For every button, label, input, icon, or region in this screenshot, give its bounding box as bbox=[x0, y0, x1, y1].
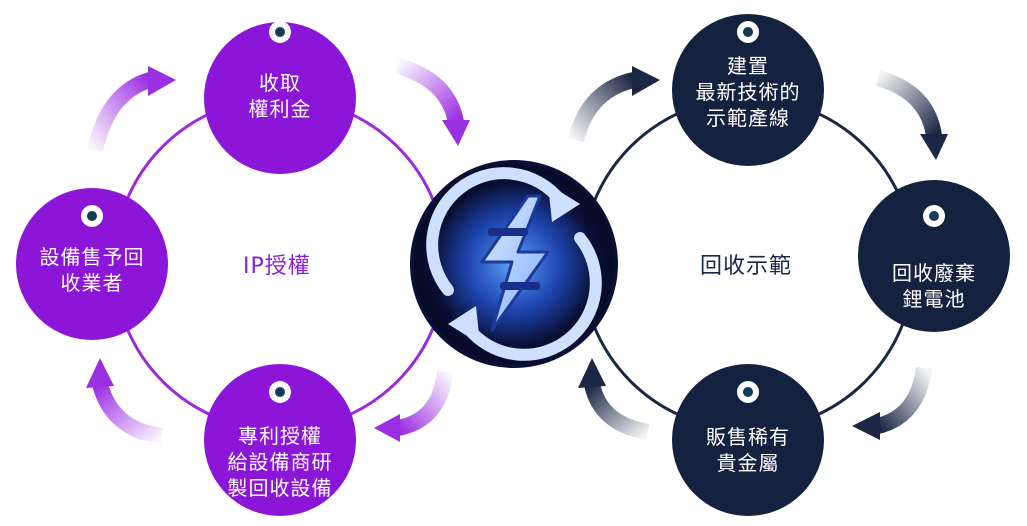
lightning-recycle-logo-icon bbox=[410, 160, 618, 368]
right-arrow-top-right bbox=[875, 70, 948, 160]
right-cycle-title: 回收示範 bbox=[700, 254, 793, 279]
right-arrow-top-left bbox=[568, 66, 660, 143]
right-arrow-bottom-left bbox=[578, 358, 650, 440]
left-node-top bbox=[204, 21, 356, 174]
left-node-left bbox=[16, 188, 168, 340]
left-arrow-bottom-left bbox=[86, 358, 164, 444]
right-node-top bbox=[672, 14, 824, 166]
right-node-bottom bbox=[672, 364, 824, 516]
right-arrow-bottom-right bbox=[852, 366, 932, 440]
left-arrow-bottom-right bbox=[374, 370, 453, 442]
left-node-bottom bbox=[204, 364, 356, 516]
right-node-right bbox=[858, 180, 1010, 332]
left-arrow-top-right bbox=[395, 58, 470, 146]
left-cycle-title: IP授權 bbox=[243, 254, 311, 279]
left-arrow-top-left bbox=[87, 66, 176, 152]
